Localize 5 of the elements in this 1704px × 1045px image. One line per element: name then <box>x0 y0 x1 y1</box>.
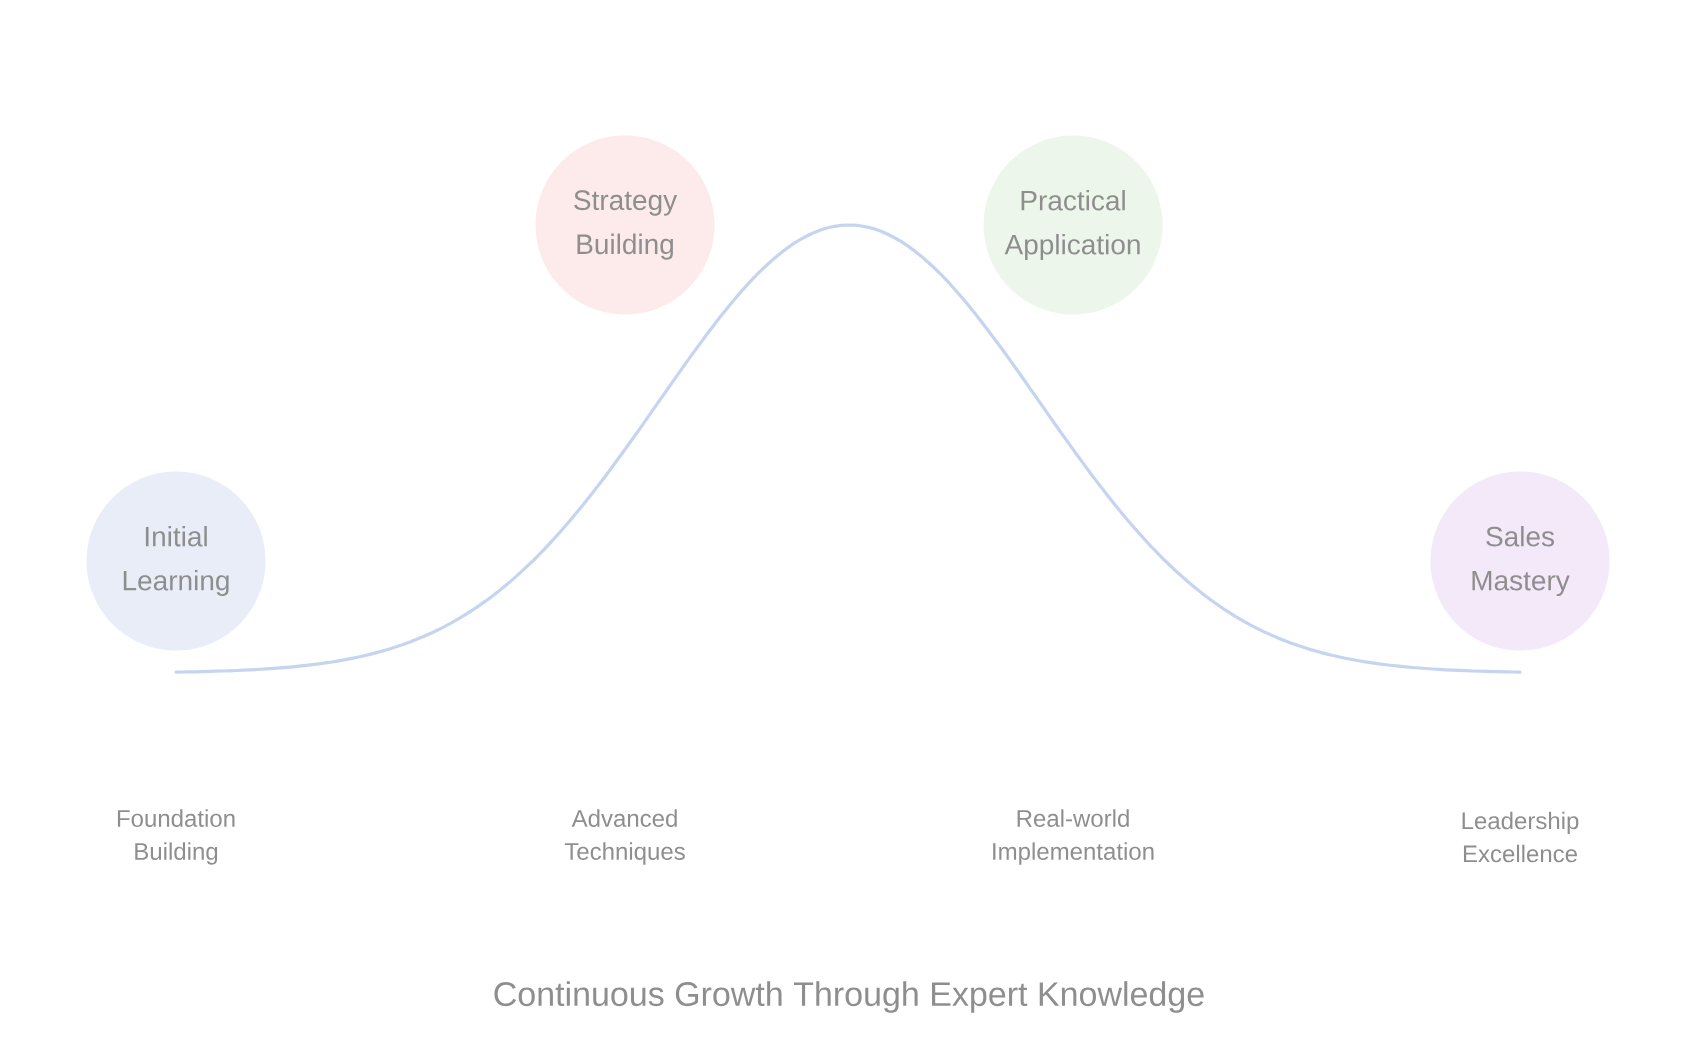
stage-label: Advanced Techniques <box>564 809 685 865</box>
stage-label: Foundation Building <box>117 809 235 865</box>
caption: Continuous Growth Through Expert Knowledge <box>494 981 1204 1013</box>
stage-label: Real-world Implementation <box>993 809 1154 865</box>
stage-label: Leadership Excellence <box>1462 811 1579 863</box>
